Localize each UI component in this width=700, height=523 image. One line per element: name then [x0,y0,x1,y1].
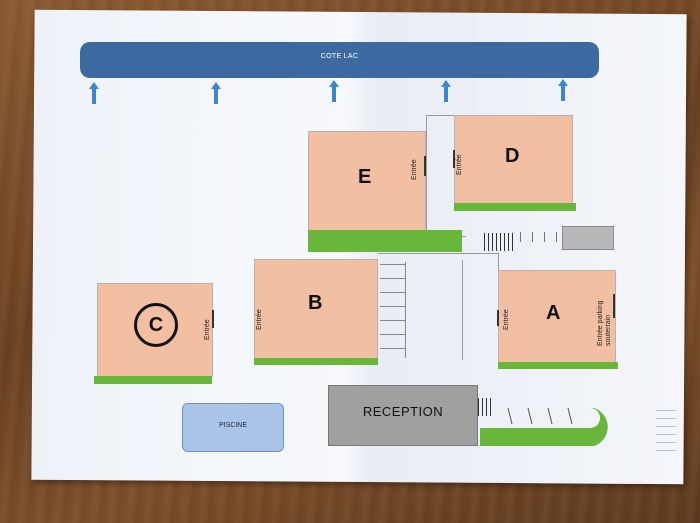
building-d-label: D [505,145,520,167]
faint-marks [656,410,676,456]
arrow-up-icon [441,80,451,102]
building-a-entrance-label: Entrée [503,309,510,330]
arrow-up-icon [558,79,568,101]
building-d [454,115,573,205]
grass-strip [454,203,576,211]
pool: PISCINE [182,403,284,452]
building-c-entrance-label: Entrée [204,319,211,340]
green-driveway [480,407,608,446]
building-b-label: B [308,292,323,314]
building-a-parking-entrance-label: Entrée parking souterrain [597,300,612,346]
building-c-label: C [134,303,178,347]
stairs [478,398,493,416]
entrance-door [613,294,615,318]
building-b [254,259,378,359]
reception-building: RECEPTION [328,385,478,446]
building-e-label: E [358,166,372,188]
building-a-label: A [546,302,561,324]
path-outline [498,253,499,273]
arrow-up-icon [211,82,221,104]
path-outline [426,115,457,236]
arrow-up-icon [329,80,339,102]
path-outline [462,260,463,360]
entrance-door [497,310,499,326]
grass-strip [498,362,618,369]
building-e [308,131,426,231]
stairs [484,233,514,251]
grass-strip [308,230,462,252]
parking-spaces [520,232,560,242]
parking-ramp [562,226,614,250]
building-e-entrance-label: Entrée [411,159,418,180]
entrance-door [453,150,455,168]
path-outline [378,253,498,254]
grass-strip [254,358,378,365]
entrance-door [212,310,214,328]
entrance-door [424,156,426,176]
grass-strip [94,376,212,384]
parking-edge [405,262,406,358]
arrow-up-icon [89,82,99,104]
parking-spaces [380,264,406,360]
lake-side-banner: COTE LAC [80,42,599,78]
building-d-entrance-label: Entrée [456,154,463,175]
building-b-entrance-label: Entrée [256,309,263,330]
